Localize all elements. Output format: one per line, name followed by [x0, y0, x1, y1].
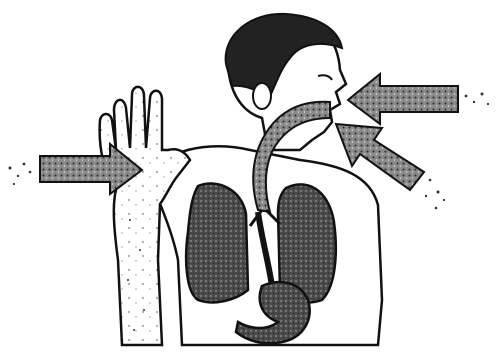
arrow-left-icon	[348, 74, 458, 124]
